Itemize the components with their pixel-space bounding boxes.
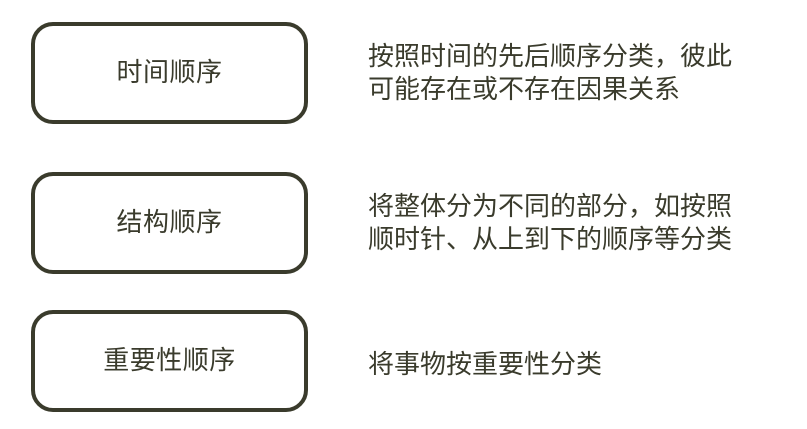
order-type-card-importance[interactable]: 重要性顺序 — [31, 310, 308, 412]
description-line: 按照时间的先后顺序分类，彼此 — [368, 41, 733, 71]
order-type-description-structure: 将整体分为不同的部分，如按照 顺时针、从上到下的顺序等分类 — [368, 190, 798, 256]
order-type-description-time: 按照时间的先后顺序分类，彼此 可能存在或不存在因果关系 — [368, 40, 798, 106]
order-type-card-label: 时间顺序 — [116, 57, 223, 88]
order-type-card-label: 结构顺序 — [116, 207, 223, 238]
description-line: 将事物按重要性分类 — [368, 349, 603, 379]
order-type-card-structure[interactable]: 结构顺序 — [31, 172, 308, 274]
order-type-description-importance: 将事物按重要性分类 — [368, 348, 798, 381]
description-line: 可能存在或不存在因果关系 — [368, 74, 681, 104]
description-line: 将整体分为不同的部分，如按照 — [368, 191, 733, 221]
description-line: 顺时针、从上到下的顺序等分类 — [368, 224, 733, 254]
order-type-card-time[interactable]: 时间顺序 — [31, 22, 308, 124]
order-type-card-label: 重要性顺序 — [103, 345, 236, 376]
